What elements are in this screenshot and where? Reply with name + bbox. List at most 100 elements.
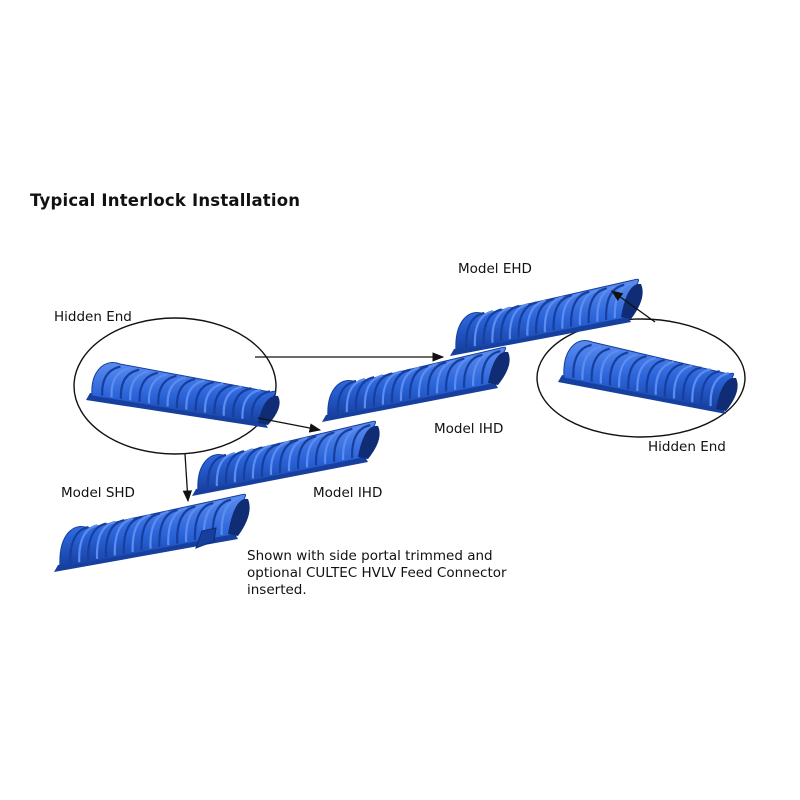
chamber-rib	[645, 358, 666, 393]
chamber-rib	[333, 427, 353, 462]
chamber-rib	[599, 349, 620, 384]
chamber-rib	[241, 388, 261, 419]
chamber-rib	[213, 384, 233, 415]
chamber-end-opening	[716, 377, 738, 411]
note-line-3: inserted.	[247, 582, 307, 598]
chamber-rib	[354, 376, 375, 411]
chamber-rib	[709, 372, 730, 407]
chamber-rib	[561, 292, 581, 329]
chamber-rib	[206, 453, 227, 488]
arrow-to-model-ihd	[257, 417, 322, 433]
chamber-rib	[323, 429, 344, 464]
chamber-rib	[95, 520, 116, 559]
chamber-end-opening	[621, 283, 643, 319]
chamber-rib	[472, 351, 492, 386]
chamber-rib	[552, 294, 573, 331]
chamber-rib	[69, 525, 89, 565]
chamber-rib	[426, 361, 447, 396]
chamber-rib	[363, 374, 384, 409]
arrow-from-right-callout	[611, 290, 656, 323]
chamber-rib	[101, 365, 121, 396]
chamber-rib	[682, 366, 702, 401]
chamber-rib	[158, 508, 178, 547]
chamber-rib	[231, 387, 252, 418]
chamber-rib	[517, 301, 538, 338]
chamber-rib	[608, 351, 629, 386]
chamber-rib	[184, 503, 205, 542]
chamber-rib	[465, 311, 485, 348]
note-line-1: Shown with side portal trimmed and	[247, 548, 493, 564]
chamber-rib	[157, 374, 177, 405]
chamber-rib	[122, 515, 143, 554]
chamber-rib	[572, 343, 592, 378]
chamber-rib	[336, 379, 357, 414]
chamber-group	[54, 278, 738, 572]
chamber-rib	[147, 373, 168, 404]
chamber-hidden-end-right	[558, 340, 738, 414]
chamber-rib	[278, 438, 299, 474]
chamber-rib	[176, 505, 196, 544]
chamber-rib	[663, 362, 684, 397]
chamber-rib	[605, 283, 625, 320]
label-model-ihd-upper: Model IHD	[434, 421, 504, 437]
chamber-rib	[131, 513, 152, 553]
label-model-shd: Model SHD	[61, 485, 135, 501]
chamber-rib	[342, 425, 362, 460]
chamber-end-opening	[488, 351, 510, 385]
chamber-rib	[408, 364, 429, 400]
chamber-rib	[590, 347, 611, 382]
chamber-rib	[87, 522, 107, 561]
chamber-rib	[596, 285, 616, 322]
chamber-rib	[138, 371, 159, 402]
label-model-ihd-lower: Model IHD	[313, 485, 383, 501]
chamber-rib	[372, 372, 393, 407]
label-model-ehd: Model EHD	[458, 261, 532, 277]
chamber-rib	[578, 289, 599, 326]
chamber-rib	[390, 368, 411, 403]
label-hidden-end-right: Hidden End	[648, 439, 726, 455]
chamber-rib	[250, 390, 271, 421]
chamber-rib	[500, 304, 520, 341]
hidden-end-callout-right	[536, 318, 746, 438]
chamber-rib	[119, 368, 140, 399]
chamber-body	[327, 346, 506, 419]
chamber-body	[197, 420, 376, 493]
chamber-rib	[203, 382, 224, 413]
note-line-2: optional CULTEC HVLV Feed Connector	[247, 565, 507, 581]
chamber-rib	[417, 363, 438, 398]
chamber-rib	[526, 299, 546, 336]
chamber-rib	[453, 355, 474, 390]
chamber-rib	[543, 296, 564, 333]
chamber-rib	[175, 377, 196, 409]
chamber-rib	[140, 512, 161, 551]
page-title: Typical Interlock Installation	[30, 191, 301, 210]
chamber-rib	[194, 381, 215, 412]
chamber-rib	[587, 287, 608, 324]
chamber-model-shd	[54, 493, 250, 572]
chamber-end-opening	[258, 395, 280, 425]
chamber-end-opening	[358, 425, 380, 459]
chamber-rib	[473, 310, 494, 347]
chamber-model-ihd-lower	[192, 420, 380, 496]
chamber-rib	[305, 433, 326, 468]
chamber-rib	[193, 502, 214, 541]
chamber-rib	[314, 431, 335, 466]
chamber-rib	[149, 510, 169, 549]
chamber-rib	[444, 357, 465, 392]
chamber-rib	[636, 356, 656, 392]
chamber-rib	[104, 519, 125, 558]
chamber-rib	[113, 517, 134, 556]
chamber-rib	[482, 308, 503, 345]
chamber-rib	[618, 353, 638, 388]
chamber-rib	[166, 376, 187, 407]
chamber-rib	[654, 360, 675, 395]
chamber-rib	[251, 444, 272, 479]
chamber-rib	[351, 423, 371, 459]
chamber-rib	[185, 379, 205, 410]
chamber-rib	[672, 364, 693, 399]
chamber-rib	[481, 349, 501, 385]
chamber-rib	[399, 366, 420, 401]
chamber-rib	[508, 303, 529, 340]
chamber-rib	[381, 370, 402, 405]
